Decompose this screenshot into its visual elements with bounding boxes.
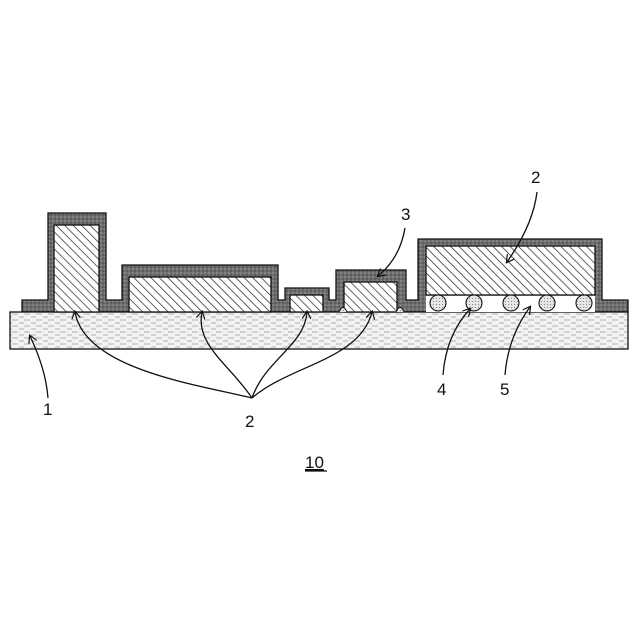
label-bump: 4 [437, 380, 446, 399]
substrate [10, 312, 628, 349]
label-coating: 3 [401, 205, 410, 224]
bump [503, 295, 519, 311]
label-chips-group: 2 [245, 412, 254, 431]
bump [576, 295, 592, 311]
chip-small [290, 295, 323, 312]
chip-wide [129, 277, 271, 312]
bump [539, 295, 555, 311]
bump [466, 295, 482, 311]
bump [430, 295, 446, 311]
chip-tall [54, 225, 99, 312]
chip-flip [426, 246, 595, 295]
label-substrate: 1 [43, 400, 52, 419]
chip-medium [344, 282, 397, 312]
label-underfill: 5 [500, 380, 509, 399]
label-chip-right: 2 [531, 168, 540, 187]
figure-number: 10 [305, 453, 324, 472]
